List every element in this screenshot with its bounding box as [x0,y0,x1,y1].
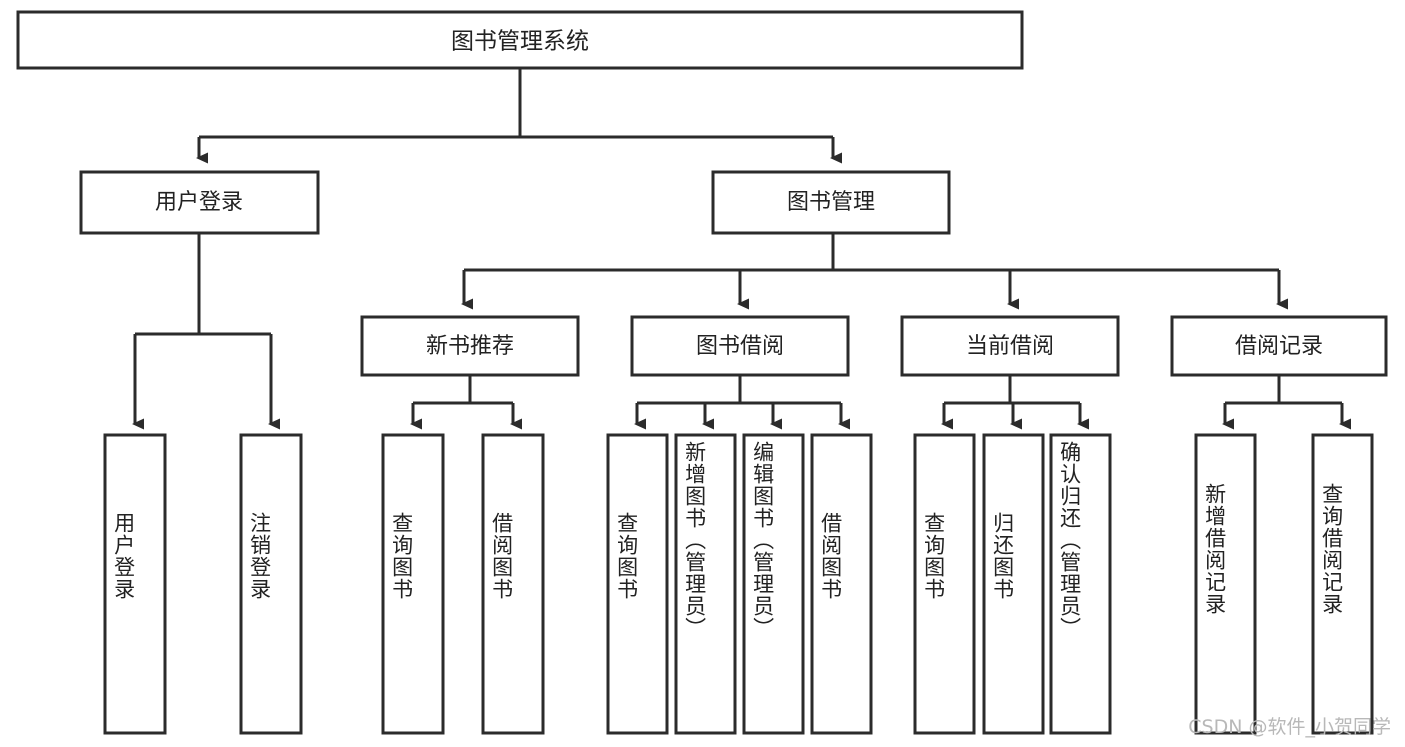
node-user-login-label: 用户登录 [155,190,243,215]
leafbox-add-record[interactable] [1194,433,1257,735]
connector-borrowrecord-to-leaves [1222,376,1351,430]
leafbox-confirm-return[interactable] [1049,433,1112,735]
node-book-management-label: 图书管理 [787,190,875,215]
node-book-borrow-label: 图书借阅 [696,334,784,359]
leafbox-borrow-book-1[interactable] [481,433,545,735]
node-borrow-record-label: 借阅记录 [1235,334,1323,359]
connector-currentborrow-to-leaves [941,376,1089,430]
node-new-book-recommend-label: 新书推荐 [426,334,514,359]
leafbox-query-book-1[interactable] [381,433,445,735]
node-book-management[interactable]: 图书管理 [711,170,951,235]
leafbox-borrow-book-2[interactable] [810,433,873,735]
leafbox-query-book-3[interactable] [913,433,976,735]
leafbox-query-record[interactable] [1311,433,1374,735]
leafbox-edit-book[interactable] [742,433,805,735]
node-root-label: 图书管理系统 [451,29,589,55]
leafbox-query-book-2[interactable] [606,433,669,735]
connector-userlogin-to-leaves [132,234,280,430]
node-root[interactable]: 图书管理系统 [16,10,1024,70]
node-current-borrow[interactable]: 当前借阅 [900,315,1120,377]
connector-root-to-level2 [196,69,842,164]
leafbox-return-book[interactable] [982,433,1045,735]
connector-bookmgmt-to-level3 [461,234,1288,310]
leafbox-logout-login[interactable] [239,433,303,735]
leafbox-add-book[interactable] [674,433,737,735]
connector-newbook-to-leaves [410,376,522,430]
connector-bookborrow-to-leaves [634,376,850,430]
leafbox-user-login[interactable] [103,433,167,735]
node-current-borrow-label: 当前借阅 [966,334,1054,359]
node-new-book-recommend[interactable]: 新书推荐 [360,315,580,377]
node-book-borrow[interactable]: 图书借阅 [630,315,850,377]
node-user-login[interactable]: 用户登录 [79,170,320,235]
node-borrow-record[interactable]: 借阅记录 [1170,315,1388,377]
